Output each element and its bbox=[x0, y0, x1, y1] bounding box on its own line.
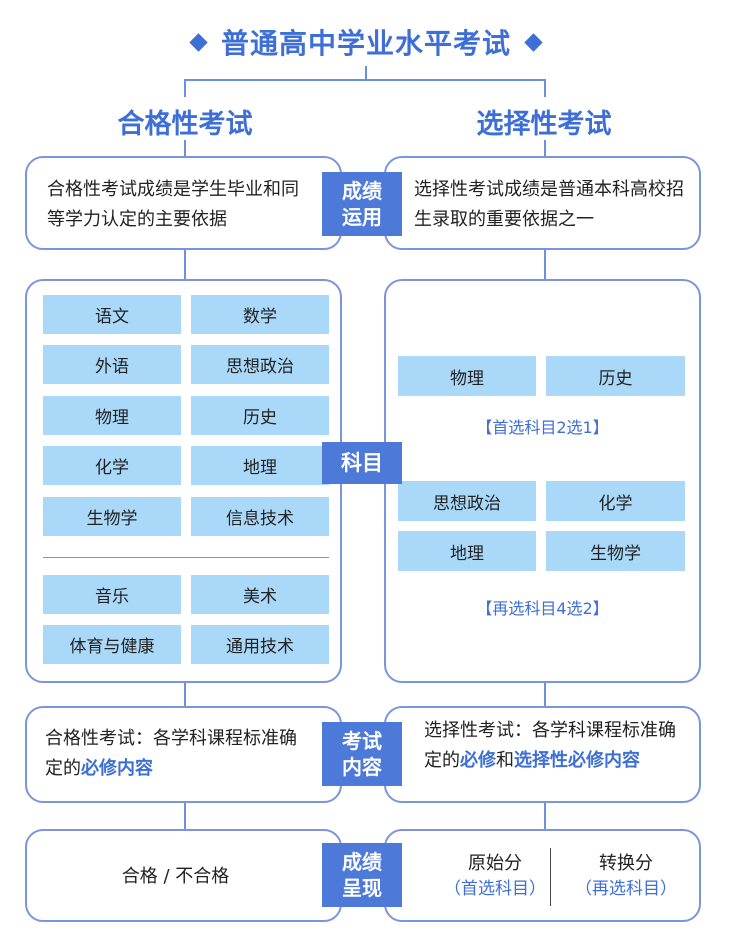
subject-cell: 生物学 bbox=[546, 531, 685, 571]
subject-cell: 外语 bbox=[43, 345, 181, 384]
subject-cell: 思想政治 bbox=[398, 481, 536, 521]
application-label-line2: 运用 bbox=[342, 205, 382, 229]
application-label: 成绩 运用 bbox=[322, 172, 402, 236]
application-right-box: 选择性考试成绩是普通本科高校招生录取的重要依据之一 bbox=[384, 156, 701, 250]
result-label-line2: 呈现 bbox=[342, 876, 382, 900]
content-label-line2: 内容 bbox=[342, 755, 382, 779]
subject-cell: 音乐 bbox=[43, 575, 181, 614]
connector-horizontal bbox=[184, 79, 546, 81]
subject-cell: 数学 bbox=[191, 295, 329, 334]
subject-cell: 地理 bbox=[398, 531, 536, 571]
subject-cell: 信息技术 bbox=[191, 497, 329, 536]
application-left-box: 合格性考试成绩是学生毕业和同等学力认定的主要依据 bbox=[25, 156, 342, 250]
content-label-line1: 考试 bbox=[342, 729, 382, 753]
content-right-highlight-2: 选择性必修内容 bbox=[514, 750, 640, 771]
result-converted-score-label: 转换分 bbox=[599, 853, 653, 874]
content-right-box: 选择性考试：各学科课程标准确定的必修和选择性必修内容 bbox=[384, 706, 701, 803]
diamond-right-icon bbox=[524, 32, 543, 52]
content-left-prefix: 合格性考试：各学科课程标准确定的 bbox=[45, 728, 297, 779]
result-left-box: 合格 / 不合格 bbox=[25, 829, 342, 922]
subject-cell: 体育与健康 bbox=[43, 625, 181, 664]
subject-cell: 历史 bbox=[546, 356, 685, 396]
first-choice-note: 【首选科目2选1】 bbox=[476, 418, 609, 437]
result-label-line1: 成绩 bbox=[342, 850, 382, 874]
second-choice-note: 【再选科目4选2】 bbox=[476, 599, 609, 618]
content-right-mid: 和 bbox=[496, 750, 514, 771]
diamond-left-icon bbox=[189, 32, 208, 52]
connector-right-1 bbox=[544, 140, 546, 156]
subject-cell: 美术 bbox=[191, 575, 329, 614]
result-raw-score-sub: （首选科目） bbox=[444, 879, 546, 899]
subject-cell: 生物学 bbox=[43, 497, 181, 536]
connector-right-4 bbox=[544, 803, 546, 829]
subjects-label: 科目 bbox=[322, 442, 402, 484]
connector-left-3 bbox=[184, 682, 186, 706]
application-label-line1: 成绩 bbox=[342, 179, 382, 203]
result-raw-score-label: 原始分 bbox=[468, 853, 522, 874]
connector-left-1 bbox=[184, 140, 186, 156]
left-column-title: 合格性考试 bbox=[117, 109, 253, 140]
content-left-highlight: 必修内容 bbox=[81, 758, 153, 779]
subject-cell: 语文 bbox=[43, 295, 181, 334]
result-raw-score: 原始分 （首选科目） bbox=[420, 851, 570, 901]
content-right-text: 选择性考试：各学科课程标准确定的必修和选择性必修内容 bbox=[424, 716, 692, 776]
connector-left-2 bbox=[184, 249, 186, 279]
application-left-text: 合格性考试成绩是学生毕业和同等学力认定的主要依据 bbox=[47, 179, 299, 230]
result-converted-score-sub: （再选科目） bbox=[575, 879, 677, 899]
application-right-text: 选择性考试成绩是普通本科高校招生录取的重要依据之一 bbox=[414, 179, 684, 230]
result-converted-score: 转换分 （再选科目） bbox=[558, 851, 694, 901]
content-left-text: 合格性考试：各学科课程标准确定的必修内容 bbox=[45, 724, 313, 784]
result-left-text: 合格 / 不合格 bbox=[121, 866, 230, 887]
content-label: 考试 内容 bbox=[322, 722, 402, 786]
content-right-prefix: 选择性考试：各学科课程标准确定的 bbox=[424, 720, 676, 771]
content-right-highlight-1: 必修 bbox=[460, 750, 496, 771]
subject-cell: 物理 bbox=[43, 396, 181, 435]
subject-cell: 思想政治 bbox=[191, 345, 329, 384]
connector-right-3 bbox=[544, 682, 546, 706]
connector-right-drop bbox=[544, 79, 546, 97]
right-column-title: 选择性考试 bbox=[476, 109, 612, 140]
result-divider bbox=[550, 848, 551, 906]
connector-left-4 bbox=[184, 803, 186, 829]
subject-cell: 物理 bbox=[398, 356, 536, 396]
subject-cell: 化学 bbox=[43, 446, 181, 485]
connector-left-drop bbox=[184, 79, 186, 97]
connector-title-stem bbox=[365, 66, 367, 80]
page-title: 普通高中学业水平考试 bbox=[0, 22, 732, 62]
connector-right-2 bbox=[544, 249, 546, 279]
subjects-divider bbox=[43, 557, 329, 558]
result-label: 成绩 呈现 bbox=[322, 843, 402, 907]
subjects-left-box: 语文 数学 外语 思想政治 物理 历史 化学 地理 生物学 信息技术 音乐 美术… bbox=[25, 279, 342, 683]
subject-cell: 历史 bbox=[191, 396, 329, 435]
subject-cell: 通用技术 bbox=[191, 625, 329, 664]
page-title-text: 普通高中学业水平考试 bbox=[220, 27, 511, 60]
content-left-box: 合格性考试：各学科课程标准确定的必修内容 bbox=[25, 706, 342, 803]
subject-cell: 化学 bbox=[546, 481, 685, 521]
result-right-box: 原始分 （首选科目） 转换分 （再选科目） bbox=[384, 829, 701, 922]
subject-cell: 地理 bbox=[191, 446, 329, 485]
subjects-right-box: 物理 历史 【首选科目2选1】 思想政治 化学 地理 生物学 【再选科目4选2】 bbox=[384, 279, 701, 683]
